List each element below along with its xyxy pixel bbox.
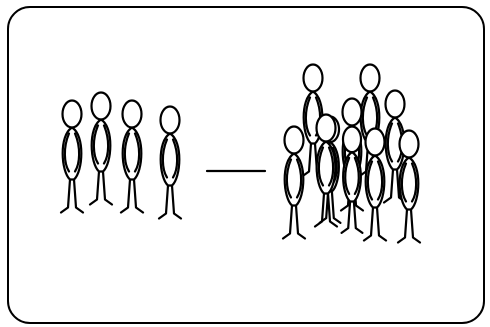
head (364, 127, 386, 157)
arms (344, 156, 360, 196)
person-figure (382, 89, 408, 204)
legs (59, 178, 85, 214)
large-group (281, 63, 422, 244)
person-figure (157, 105, 183, 220)
arms (400, 162, 418, 203)
arms (317, 146, 335, 187)
arms (92, 124, 110, 165)
head (341, 97, 363, 127)
head (384, 89, 406, 119)
person-figure (88, 91, 114, 206)
person-figure (59, 99, 85, 214)
legs (281, 204, 307, 240)
head (159, 105, 181, 135)
head (121, 99, 143, 129)
arms (366, 160, 384, 201)
person-figure (119, 99, 145, 214)
person-figure (362, 127, 388, 242)
person-figure (313, 113, 339, 228)
arms (63, 132, 81, 173)
legs (88, 170, 114, 206)
head (61, 99, 83, 129)
head (90, 91, 112, 121)
arms (285, 158, 303, 199)
legs (157, 184, 183, 220)
person-figure (340, 125, 364, 234)
arms (161, 138, 179, 179)
legs (313, 192, 339, 228)
legs (396, 208, 422, 244)
head (398, 129, 420, 159)
legs (340, 200, 364, 234)
small-group (59, 91, 183, 220)
head (283, 125, 305, 155)
legs (362, 206, 388, 242)
head (341, 125, 363, 154)
arms (123, 132, 141, 173)
person-figure (281, 125, 307, 240)
person-figure (396, 129, 422, 244)
head (315, 113, 337, 143)
head (359, 63, 381, 93)
head (302, 63, 324, 93)
legs (119, 178, 145, 214)
